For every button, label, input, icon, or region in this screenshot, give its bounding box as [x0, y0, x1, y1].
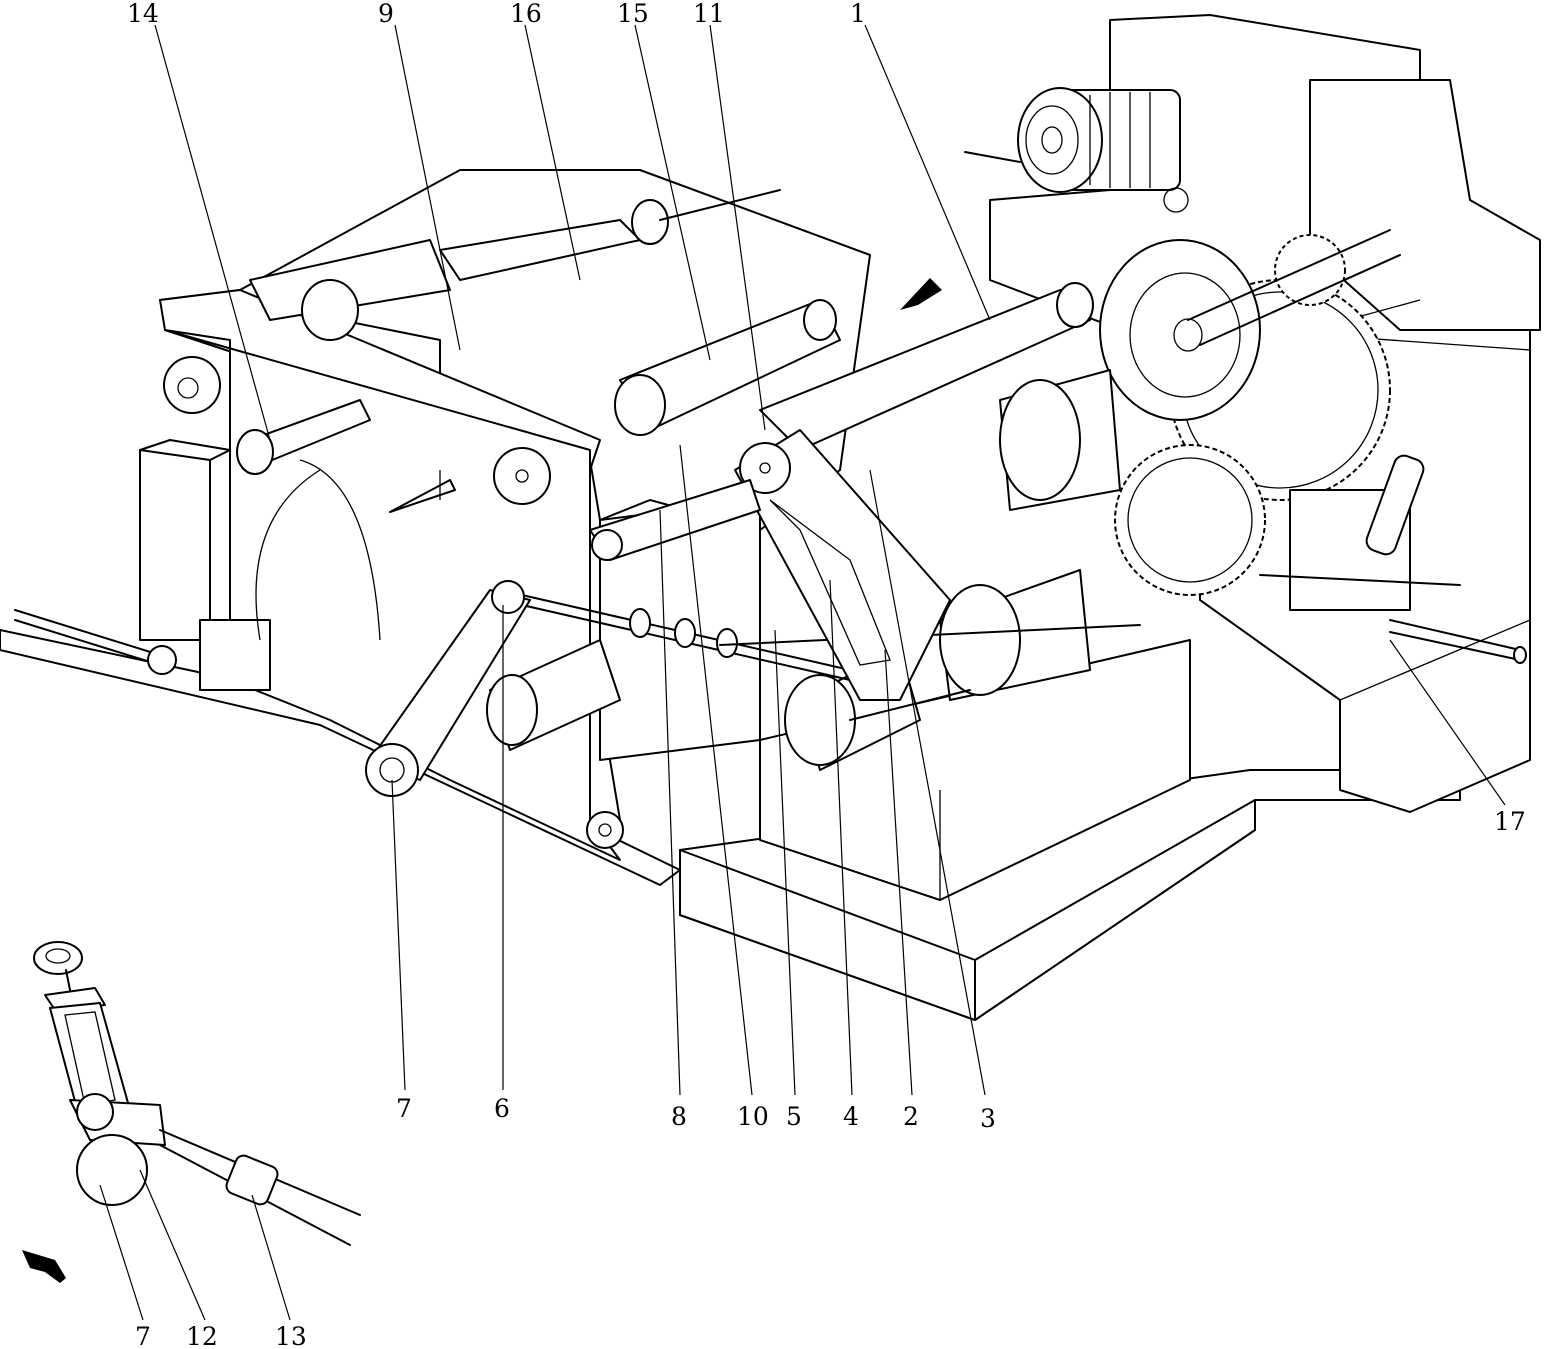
right-lever-assembly: [1259, 454, 1527, 664]
rolls: [236, 189, 1141, 771]
callout-12: 12: [186, 1322, 218, 1349]
inset-detail: [22, 278, 942, 1283]
callout-2: 2: [903, 1102, 919, 1131]
callout-11: 11: [693, 0, 725, 28]
callout-13: 13: [275, 1322, 307, 1349]
callout-4: 4: [843, 1102, 859, 1131]
callout-6: 6: [494, 1094, 510, 1123]
callout-leaders: [99, 24, 1506, 1321]
callout-7-inset: 7: [135, 1322, 151, 1349]
drive-housing: [964, 14, 1541, 813]
callout-8: 8: [671, 1102, 687, 1131]
machine-base: [0, 629, 1461, 1021]
callout-7-main: 7: [396, 1094, 412, 1123]
callout-9: 9: [378, 0, 394, 28]
callout-10: 10: [737, 1102, 769, 1131]
callout-16: 16: [510, 0, 542, 28]
callout-14: 14: [127, 0, 159, 28]
callout-1: 1: [850, 0, 866, 28]
linkage-arms: [14, 356, 971, 849]
flywheel: [1099, 229, 1401, 421]
callout-15: 15: [617, 0, 649, 28]
callout-17: 17: [1494, 807, 1526, 836]
motor: [964, 87, 1189, 213]
callout-labels: 14 9 16 15 11 1 17 7 6 8 10 5 4 2 3 7 12…: [127, 0, 1526, 1349]
callout-3: 3: [980, 1104, 996, 1133]
callout-5: 5: [786, 1102, 802, 1131]
